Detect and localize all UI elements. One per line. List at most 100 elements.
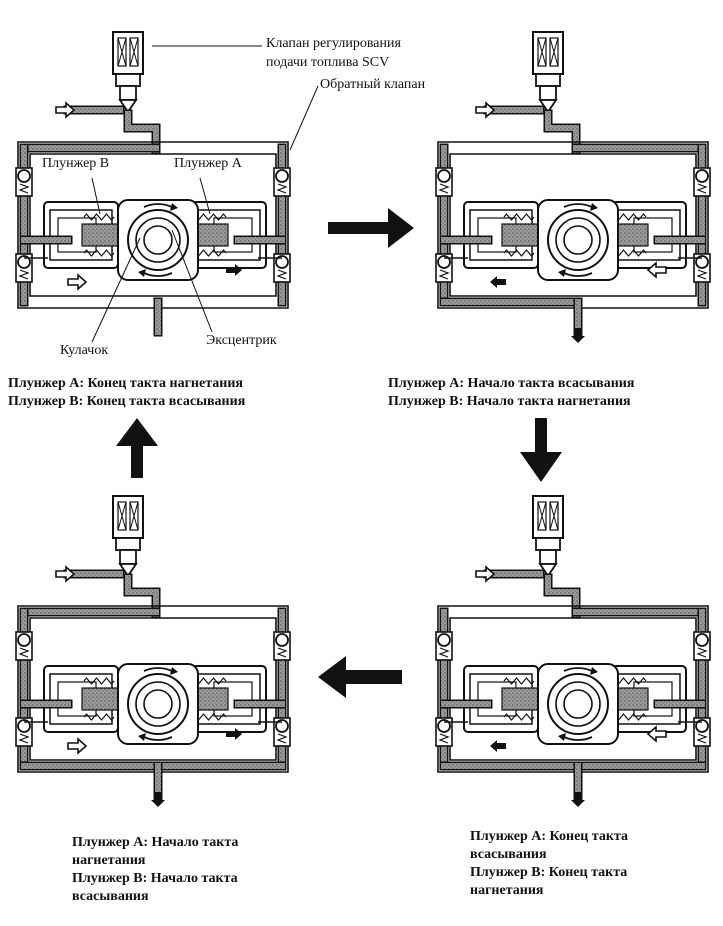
- scv-body: [115, 73, 141, 87]
- check-valve-spring: [18, 647, 30, 658]
- check-valve-ball: [437, 633, 451, 647]
- fuel-pipe: [545, 111, 579, 153]
- check-valve-ball: [695, 719, 709, 733]
- fuel-pipe: [125, 575, 159, 617]
- plunger-housing-b: [463, 201, 547, 269]
- sequence-arrow-up: [116, 418, 158, 478]
- rotation-arc: [143, 203, 173, 208]
- check-valve-spring: [276, 647, 288, 658]
- spring: [195, 249, 227, 257]
- spring: [83, 213, 115, 221]
- shaft: [143, 225, 173, 255]
- spring: [503, 249, 535, 257]
- spring: [83, 713, 115, 721]
- pipe-outline: [29, 617, 277, 761]
- check-valve-spring: [18, 733, 30, 744]
- flow-arrow-hollow: [646, 725, 667, 743]
- plunger-b-label: Плунжер B: [42, 156, 110, 171]
- caption-bottom-right-a: Плунжер A: Конец такта всасывания: [470, 829, 629, 862]
- outlet-arrow: [571, 328, 585, 343]
- check-valve-ball: [17, 633, 31, 647]
- check-valve-spring: [276, 733, 288, 744]
- spring: [195, 213, 227, 221]
- check-valve-label: Обратный клапан: [320, 77, 426, 92]
- scv-body: [535, 73, 561, 87]
- rotation-arc: [563, 736, 593, 741]
- spring: [615, 249, 647, 257]
- plunger-housing-b: [463, 665, 547, 733]
- caption-bottom-left-a: Плунжер A: Начало такта нагнетания: [72, 835, 239, 868]
- shaft: [143, 689, 173, 719]
- caption-top-right-b: Плунжер B: Начало такта нагнетания: [388, 394, 631, 409]
- pump-unit-bottom-right: [435, 495, 711, 807]
- cam-label: Кулачок: [60, 343, 109, 358]
- rotation-arc: [563, 203, 593, 208]
- plunger-housing-a: [183, 201, 267, 269]
- rotation-arrowhead: [170, 203, 178, 211]
- motion-arrow-solid: [490, 276, 506, 288]
- plunger-housing-a: [603, 201, 687, 269]
- spring: [83, 249, 115, 257]
- spring: [503, 713, 535, 721]
- pipe-outline: [437, 605, 709, 773]
- check-valve-ball: [437, 719, 451, 733]
- pipe-outline: [17, 605, 289, 773]
- leader-eccentric: [171, 229, 213, 333]
- rotation-arrowhead: [558, 269, 566, 277]
- check-valve-spring: [696, 733, 708, 744]
- rotation-arc: [143, 736, 173, 741]
- pump-unit-bottom-left: [15, 495, 291, 807]
- rotation-arrowhead: [558, 733, 566, 741]
- pipe-outline: [449, 617, 697, 761]
- leader-plunger-a: [199, 177, 211, 215]
- check-valve-ball: [275, 169, 289, 183]
- rotation-arc: [563, 667, 593, 672]
- rotation-arrowhead: [138, 733, 146, 741]
- spring: [615, 713, 647, 721]
- sequence-arrow-left: [318, 656, 402, 698]
- fuel-pipe: [125, 111, 159, 153]
- check-valve-ball: [437, 255, 451, 269]
- plunger-housing-b: [43, 665, 127, 733]
- scv-body: [115, 537, 141, 551]
- check-valve-ball: [275, 255, 289, 269]
- rotation-arrowhead: [170, 667, 178, 675]
- flow-arrow-hollow: [646, 261, 667, 279]
- sequence-arrow-right: [328, 208, 414, 248]
- flow-arrow-hollow: [67, 273, 88, 291]
- check-valve-spring: [438, 183, 450, 194]
- pipe-outline: [437, 141, 709, 309]
- pump-unit-top-right: [435, 31, 711, 343]
- shaft: [563, 689, 593, 719]
- caption-bottom-right: Плунжер A: Конец такта всасывания Плунже…: [470, 828, 628, 900]
- check-valve-spring: [18, 269, 30, 280]
- check-valve-ball: [695, 169, 709, 183]
- caption-bottom-left: Плунжер A: Начало такта нагнетания Плунж…: [72, 834, 238, 906]
- spring: [83, 677, 115, 685]
- caption-bottom-right-b: Плунжер B: Конец такта нагнетания: [470, 865, 628, 898]
- caption-top-right: Плунжер A: Начало такта всасывания Плунж…: [388, 375, 634, 411]
- check-valve-spring: [696, 269, 708, 280]
- check-valve-spring: [438, 269, 450, 280]
- spring: [615, 213, 647, 221]
- check-valve-ball: [695, 255, 709, 269]
- eccentric-label: Эксцентрик: [206, 333, 277, 348]
- spring: [615, 677, 647, 685]
- motion-arrow-solid: [490, 740, 506, 752]
- motion-arrow-solid: [226, 264, 242, 276]
- plunger-housing-b: [43, 201, 127, 269]
- check-valve-spring: [438, 647, 450, 658]
- caption-top-left-b: Плунжер B: Конец такта всасывания: [8, 394, 246, 409]
- check-valve-ball: [437, 169, 451, 183]
- rotation-arc: [143, 272, 173, 277]
- scv-body: [535, 537, 561, 551]
- check-valve-ball: [17, 169, 31, 183]
- caption-bottom-left-b: Плунжер B: Начало такта всасывания: [72, 871, 238, 904]
- check-valve-ball: [17, 719, 31, 733]
- spring: [503, 213, 535, 221]
- shaft: [563, 225, 593, 255]
- pipe-outline: [29, 153, 277, 297]
- leader-cam: [91, 237, 141, 343]
- fuel-pipe: [545, 575, 579, 617]
